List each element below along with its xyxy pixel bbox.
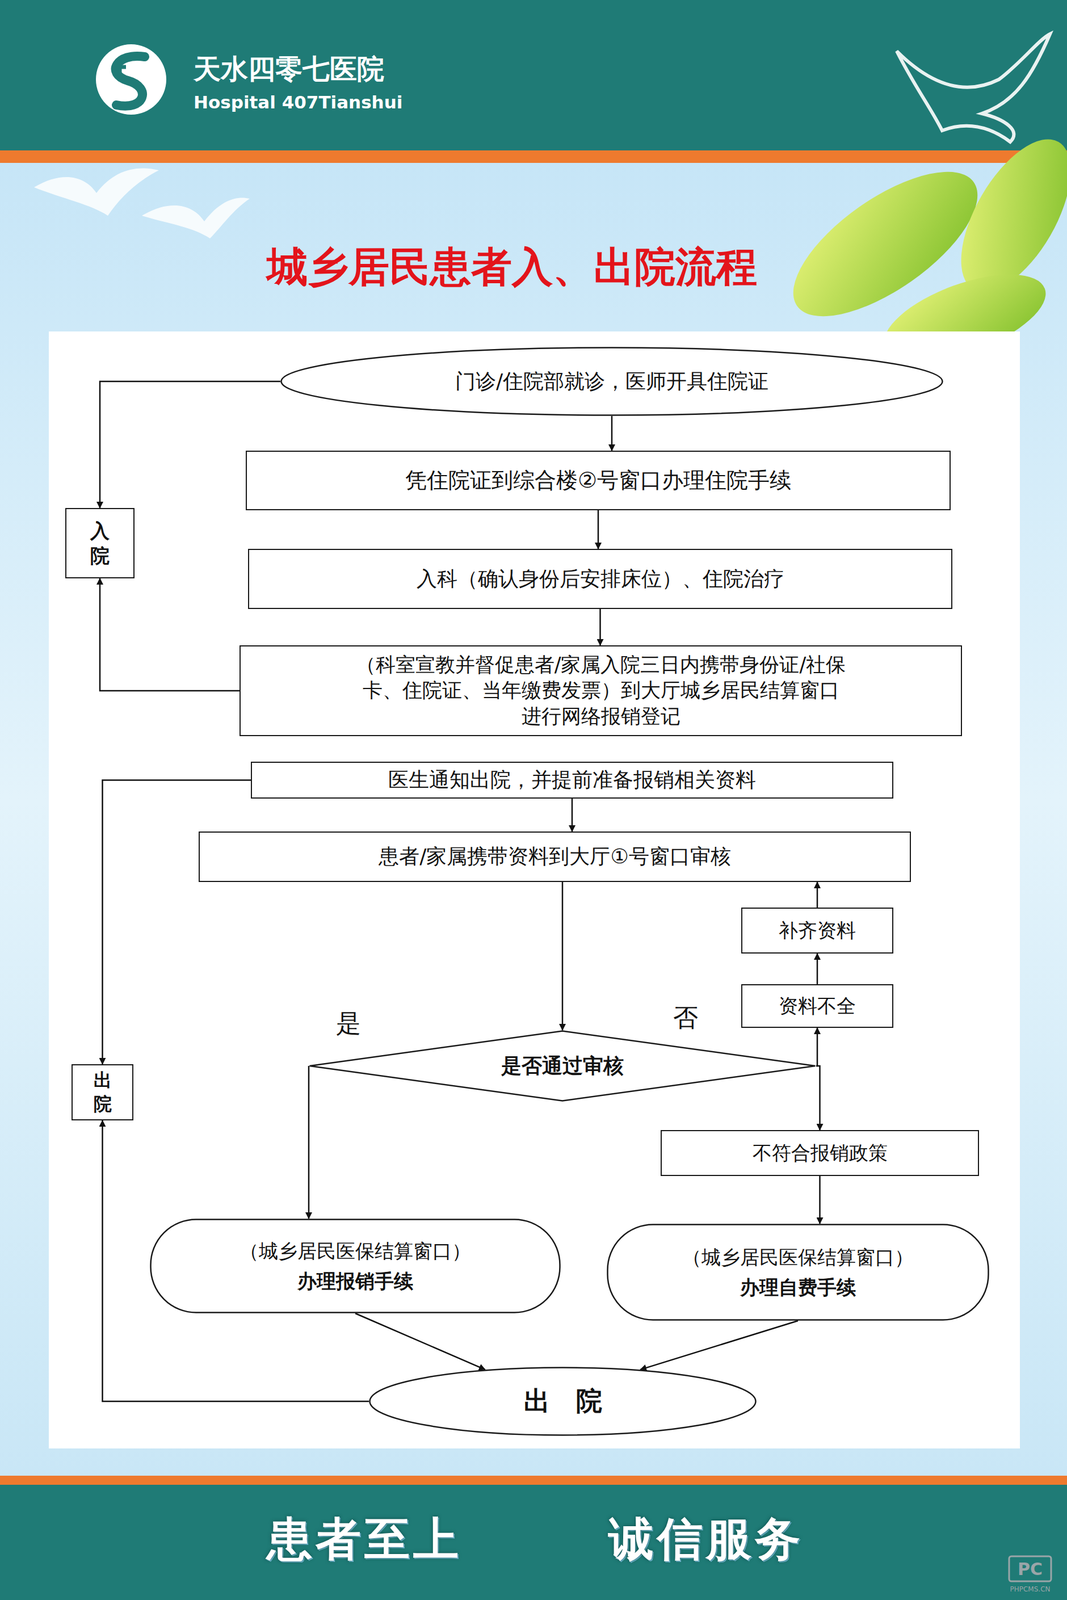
header-stripe [0, 150, 1067, 163]
node-text: （城乡居民医保结算窗口） [682, 1244, 914, 1270]
white-panel [48, 331, 1020, 1449]
flow-arrow [571, 798, 574, 832]
node-text: 凭住院证到综合楼②号窗口办理住院手续 [405, 466, 792, 495]
flow-arrow [816, 1065, 821, 1130]
decision-diamond: 是否通过审核 [308, 1030, 817, 1102]
poster-title: 城乡居民患者入、出院流程 [266, 240, 758, 295]
node-text: 出院 [93, 1068, 112, 1116]
watermark-frame [1009, 1556, 1052, 1582]
node-text: 办理自费手续 [740, 1274, 856, 1300]
logo-circle [95, 44, 167, 115]
slogan: 诚信服务 [608, 1509, 804, 1571]
flow-arrow [99, 578, 240, 691]
slogan: 患者至上 [266, 1509, 462, 1571]
side-box: 出院 [71, 1064, 134, 1121]
flow-arrow [640, 1320, 798, 1370]
footer-band [0, 1484, 1067, 1600]
edge-label: 是 [333, 1009, 364, 1037]
node-text: （科室宣教并督促患者/家属入院三日内携带身份证/社保卡、住院证、当年缴费发票）到… [353, 652, 849, 730]
node-outline [149, 1218, 561, 1314]
node-text: 办理报销手续 [297, 1268, 414, 1294]
side-box: 入院 [65, 507, 135, 579]
flow-arrow [561, 881, 564, 1031]
node-text: 入院 [90, 518, 110, 569]
process-box: 资料不全 [741, 984, 894, 1028]
flow-arrow [355, 1313, 486, 1370]
hospital-name-en: Hospital 407Tianshui [193, 91, 403, 113]
process-box: 凭住院证到综合楼②号窗口办理住院手续 [245, 450, 951, 511]
flow-arrow [818, 1175, 821, 1224]
flow-arrow [816, 881, 819, 908]
process-box: 入科（确认身份后安排床位）、住院治疗 [248, 548, 953, 609]
process-box: 患者/家属携带资料到大厅①号窗口审核 [198, 831, 911, 882]
node-text: （城乡居民医保结算窗口） [239, 1238, 472, 1264]
process-box: 不符合报销政策 [660, 1129, 980, 1176]
flow-arrow [816, 1027, 818, 1066]
watermark: PHPCMS.CN [1009, 1585, 1050, 1594]
flow-arrow [611, 416, 613, 451]
node-text: 出 院 [523, 1384, 603, 1419]
birds [34, 167, 250, 239]
node-text: 入科（确认身份后安排床位）、住院治疗 [416, 565, 785, 593]
header-band [0, 0, 1067, 151]
logo-cross [113, 60, 126, 74]
node-text: 门诊/住院部就诊，医师开具住院证 [455, 368, 769, 396]
footer-stripe [0, 1475, 1067, 1485]
flow-arrow [597, 510, 600, 549]
node-text: 是否通过审核 [501, 1052, 624, 1080]
process-box: 补齐资料 [741, 907, 894, 954]
watermark: PC [1017, 1559, 1043, 1579]
terminal-box: （城乡居民医保结算窗口） 办理报销手续 [149, 1218, 561, 1314]
terminal-box: （城乡居民医保结算窗口） 办理自费手续 [606, 1223, 990, 1321]
dove-icon [896, 34, 1050, 142]
flow-arrow [102, 780, 252, 1065]
node-text: 不符合报销政策 [752, 1140, 888, 1166]
flow-arrow [599, 608, 602, 646]
node-text: 医生通知出院，并提前准备报销相关资料 [388, 766, 756, 794]
start-ellipse: 门诊/住院部就诊，医师开具住院证 [280, 346, 944, 417]
end-ellipse: 出 院 [368, 1366, 757, 1436]
process-box: 医生通知出院，并提前准备报销相关资料 [250, 761, 894, 799]
edge-label: 否 [670, 1004, 701, 1032]
hospital-name: 天水四零七医院 [193, 51, 385, 88]
node-outline [606, 1223, 990, 1321]
flow-arrow [308, 1065, 310, 1219]
flow-arrow [816, 953, 819, 985]
process-box: （科室宣教并督促患者/家属入院三日内携带身份证/社保卡、住院证、当年缴费发票）到… [239, 645, 963, 737]
node-text: 资料不全 [778, 993, 856, 1019]
node-text: 患者/家属携带资料到大厅①号窗口审核 [378, 843, 731, 871]
node-text: 补齐资料 [778, 917, 856, 943]
